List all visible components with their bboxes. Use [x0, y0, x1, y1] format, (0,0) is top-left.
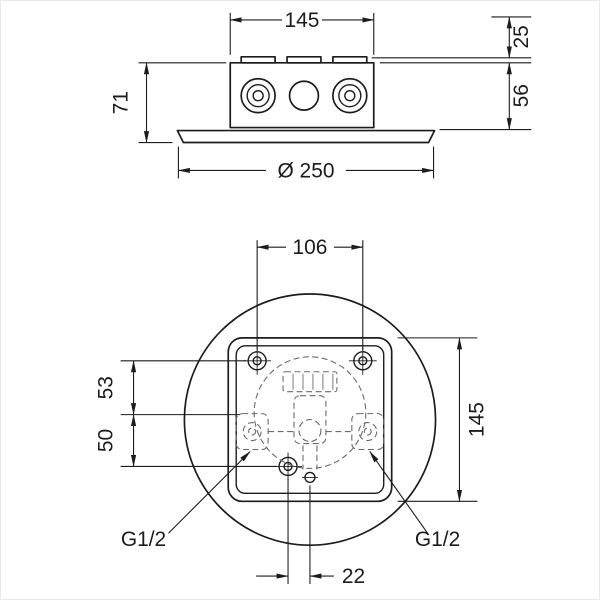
- dim-body-width: 145: [229, 9, 375, 55]
- port-boss-right: [332, 55, 368, 64]
- valve-internals: [235, 356, 385, 470]
- dim-label-body-width: 145: [285, 9, 320, 32]
- bottom-view: 106 53 50 145 22: [95, 236, 489, 588]
- dim-base-diameter: Ø 250: [177, 146, 435, 182]
- top-view: 145 25 56 71 Ø 250: [110, 9, 534, 182]
- port-face-middle: [288, 80, 320, 111]
- dim-offset-bottom: 22: [256, 477, 365, 588]
- dim-offset-upper-left: 53: [95, 360, 247, 416]
- dim-offset-lower-left: 50: [95, 414, 278, 467]
- connection-label-left: G1/2: [121, 451, 251, 551]
- dim-label-offset-upper-left: 53: [95, 376, 118, 399]
- dim-box-height: 145: [397, 337, 488, 502]
- side-port-left: [235, 413, 269, 451]
- mounting-hole-top-left: [243, 346, 272, 375]
- recess-circle: [253, 356, 367, 469]
- body-section-outline: [176, 55, 436, 144]
- dim-label-height-body: 56: [510, 84, 533, 107]
- cartridge-top: [282, 371, 338, 393]
- dim-label-offset-top: 25: [510, 25, 533, 48]
- mounting-hole-top-right: [348, 346, 377, 375]
- mounting-hole-bottom-left: [274, 452, 302, 481]
- dim-hole-spacing: 106: [256, 236, 364, 350]
- base-plate-side: [176, 129, 436, 144]
- dim-height-body: 56: [379, 62, 533, 131]
- connection-label-right: G1/2: [369, 451, 460, 551]
- housing-body: [229, 61, 375, 129]
- mounting-holes: [243, 346, 377, 484]
- connection-label-left-text: G1/2: [121, 528, 166, 551]
- connection-label-right-text: G1/2: [415, 528, 460, 551]
- side-port-right: [351, 413, 385, 451]
- dim-label-offset-bottom: 22: [342, 565, 365, 588]
- dim-label-height-total: 71: [110, 91, 133, 114]
- dim-label-base-diameter: Ø 250: [277, 159, 334, 182]
- dim-label-hole-spacing: 106: [293, 236, 328, 259]
- port-boss-middle: [286, 55, 322, 64]
- dim-label-box-height: 145: [465, 402, 488, 437]
- dim-offset-top: 25: [371, 16, 533, 59]
- dim-height-total: 71: [110, 62, 227, 144]
- port-face-right: [332, 77, 368, 114]
- port-boss-left: [240, 55, 276, 64]
- outlet-hole-bottom-center: [301, 471, 318, 484]
- dim-label-offset-lower-left: 50: [95, 429, 118, 452]
- valve-center-body: [268, 395, 352, 470]
- port-face-left: [240, 77, 276, 114]
